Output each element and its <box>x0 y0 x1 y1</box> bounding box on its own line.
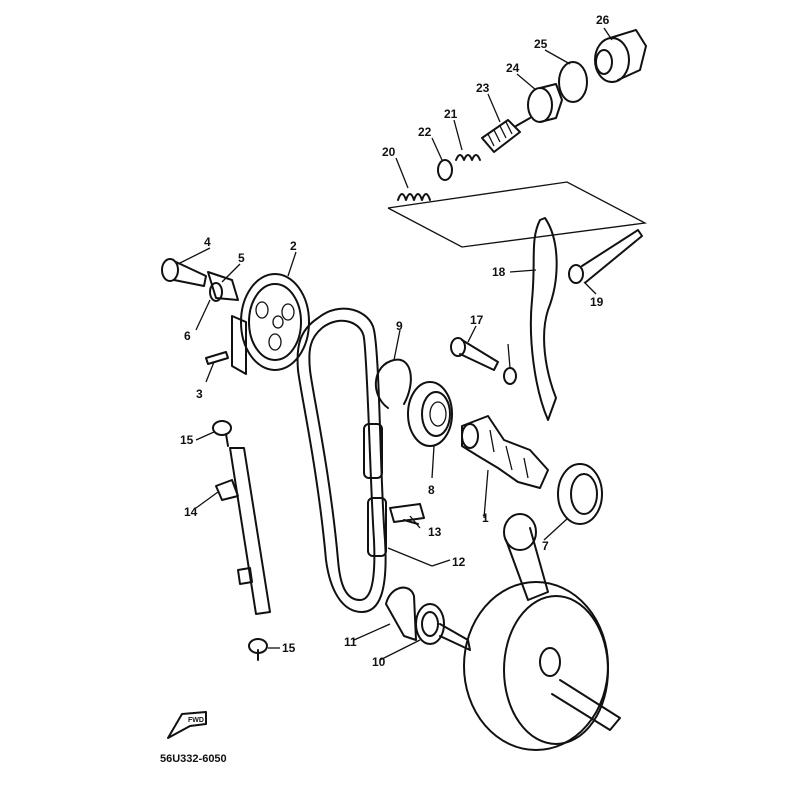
part-label: 24 <box>506 61 520 75</box>
spring-part <box>397 193 431 201</box>
sprocket-washer-part <box>209 282 223 302</box>
lock-washer-part <box>207 271 239 301</box>
part-label: 20 <box>382 145 396 159</box>
tensioner-group-outline <box>387 181 648 248</box>
part-label: 17 <box>470 313 484 327</box>
part-label: 8 <box>428 483 435 497</box>
part-label: 12 <box>452 555 466 569</box>
circlip-part <box>374 358 412 409</box>
guide-bolt-upper-part <box>212 420 232 447</box>
part-label: 14 <box>184 505 198 519</box>
crank-plate-part <box>385 586 417 641</box>
washer-part <box>437 159 453 181</box>
guide-pin-part <box>450 337 499 371</box>
guide-bolt-lower-part <box>248 638 268 661</box>
part-label: 1 <box>482 511 489 525</box>
chain-link-part <box>363 423 387 557</box>
cam-chain-inner <box>308 319 376 601</box>
small-spring-part <box>455 154 481 161</box>
chain-guide-intake-part <box>529 217 558 421</box>
part-label: 15 <box>180 433 194 447</box>
cap-bolt-part <box>594 29 647 83</box>
part-label: 6 <box>184 329 191 343</box>
part-label: 25 <box>534 37 548 51</box>
drawing-code: 56U332-6050 <box>160 753 227 765</box>
tensioner-rod-part <box>481 117 531 153</box>
part-label: 26 <box>596 13 610 27</box>
dowel-pin-part <box>205 351 229 365</box>
part-label: 21 <box>444 107 458 121</box>
crankshaft-part <box>439 513 621 751</box>
cam-bearing-right-part <box>557 463 603 525</box>
crank-sprocket-part <box>415 603 445 645</box>
part-label: 5 <box>238 251 245 265</box>
cam-bearing-left-part <box>407 381 453 447</box>
cam-sprocket-part <box>240 273 310 371</box>
part-label: 15 <box>282 641 296 655</box>
part-label: 4 <box>204 235 211 249</box>
part-label: 23 <box>476 81 490 95</box>
tensioner-cap-part <box>527 83 563 123</box>
part-label: 2 <box>290 239 297 253</box>
part-label: 13 <box>428 525 442 539</box>
fwd-label: FWD <box>188 717 204 724</box>
part-label: 10 <box>372 655 386 669</box>
clip-part <box>503 367 517 385</box>
camshaft-part <box>461 415 549 489</box>
master-link-part <box>389 503 425 525</box>
sprocket-bolt-part <box>161 258 207 287</box>
cam-chain-part <box>296 307 387 613</box>
part-label: 11 <box>344 635 357 649</box>
o-ring-part <box>558 61 588 103</box>
part-label: 22 <box>418 125 432 139</box>
chain-guide-exhaust-part <box>215 447 271 615</box>
part-label: 7 <box>542 539 549 553</box>
part-label: 19 <box>590 295 604 309</box>
part-label: 3 <box>196 387 203 401</box>
guide-bolt-part <box>568 229 643 284</box>
sprocket-plate-part <box>231 315 247 375</box>
leader-lines <box>177 27 613 661</box>
forward-arrow-icon: FWD <box>167 711 207 739</box>
part-label: 9 <box>396 319 403 333</box>
part-label: 18 <box>492 265 506 279</box>
